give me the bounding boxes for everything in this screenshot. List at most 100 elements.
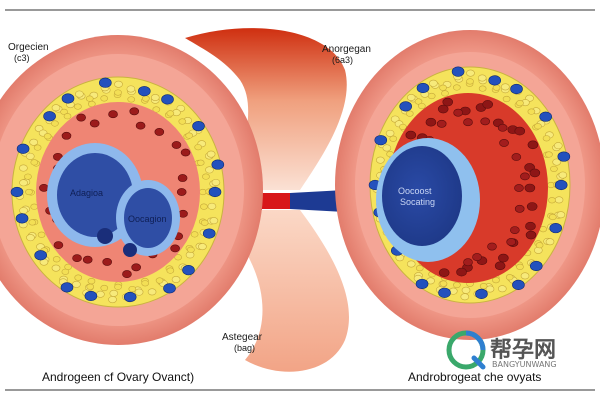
cell <box>85 95 94 102</box>
watermark-logo-icon <box>446 330 486 370</box>
right-follicle <box>335 30 600 340</box>
cell <box>187 246 195 253</box>
cell <box>64 263 72 270</box>
cell <box>550 165 558 173</box>
cell <box>202 228 216 239</box>
cell <box>534 123 542 130</box>
cell <box>510 83 523 95</box>
cell <box>382 144 392 152</box>
cell <box>498 253 509 263</box>
cell <box>16 143 30 154</box>
cell <box>545 238 555 246</box>
cell <box>427 92 436 100</box>
cell <box>415 278 429 290</box>
cell <box>525 221 536 231</box>
cell <box>416 82 430 94</box>
cell <box>406 260 416 268</box>
cell <box>539 111 552 122</box>
cell <box>200 203 208 210</box>
caption-left: Androgeen cf Ovary Ovanct) <box>42 370 195 384</box>
cell <box>425 117 437 127</box>
cell <box>185 132 193 139</box>
cell <box>196 159 205 166</box>
cell <box>514 204 525 213</box>
cell <box>405 110 414 117</box>
cell <box>100 95 108 102</box>
right-oocyte-label-2: Socating <box>400 197 436 207</box>
cell <box>114 89 122 96</box>
cell <box>199 188 207 196</box>
cell <box>135 121 146 130</box>
cell <box>26 234 35 242</box>
cell <box>437 104 449 114</box>
cell <box>10 186 24 198</box>
cell <box>524 183 536 193</box>
cell <box>142 95 150 102</box>
cell <box>208 186 222 198</box>
cell <box>39 183 49 192</box>
cell <box>526 202 538 211</box>
cell <box>207 202 217 210</box>
cell <box>89 119 100 128</box>
cell <box>108 110 118 119</box>
cell <box>466 69 475 77</box>
cell <box>126 85 136 93</box>
label-top-left-title: Orgecien <box>8 42 49 53</box>
cell <box>163 283 176 294</box>
cell <box>174 254 182 261</box>
cell <box>114 283 122 290</box>
cell <box>516 263 524 270</box>
cell <box>405 130 417 140</box>
cell <box>108 296 117 304</box>
cell <box>479 283 488 290</box>
cell <box>75 90 84 98</box>
cell <box>505 274 514 281</box>
cell <box>154 128 165 136</box>
cell <box>61 93 75 104</box>
cell <box>176 188 187 196</box>
cell <box>552 158 561 166</box>
cell <box>74 274 83 281</box>
label-bottom-center: Astegear (bag) <box>222 332 262 354</box>
cell <box>63 113 72 120</box>
cell <box>535 242 544 249</box>
cell <box>520 272 530 280</box>
cell <box>114 80 123 88</box>
cell <box>548 197 556 204</box>
cell <box>52 256 61 263</box>
cell <box>488 75 502 86</box>
cell <box>180 148 191 157</box>
cell <box>198 243 207 251</box>
cell <box>171 275 181 283</box>
cell <box>385 129 395 137</box>
cell <box>501 83 510 91</box>
cell <box>556 211 566 219</box>
cell <box>76 113 86 122</box>
cell <box>123 291 137 303</box>
cell <box>529 168 541 178</box>
cell <box>190 231 199 238</box>
cell <box>497 123 508 132</box>
cell <box>506 238 516 246</box>
cell <box>415 265 424 272</box>
cell <box>209 217 219 225</box>
cell <box>429 79 438 87</box>
cell <box>87 278 96 285</box>
cell <box>558 171 568 179</box>
cell <box>389 135 398 142</box>
cell <box>502 95 511 103</box>
label-top-center-sub: (6a3) <box>332 55 354 65</box>
label-top-center: Anorgegan (6a3) <box>322 44 371 66</box>
cell <box>102 258 112 266</box>
cell <box>19 207 28 215</box>
cell <box>485 285 495 293</box>
cell <box>128 285 137 293</box>
cell <box>463 258 473 267</box>
cell <box>134 288 144 296</box>
cell <box>72 280 81 288</box>
cell <box>200 219 209 226</box>
cell <box>453 108 463 117</box>
cell <box>178 118 187 125</box>
cell <box>109 289 119 297</box>
